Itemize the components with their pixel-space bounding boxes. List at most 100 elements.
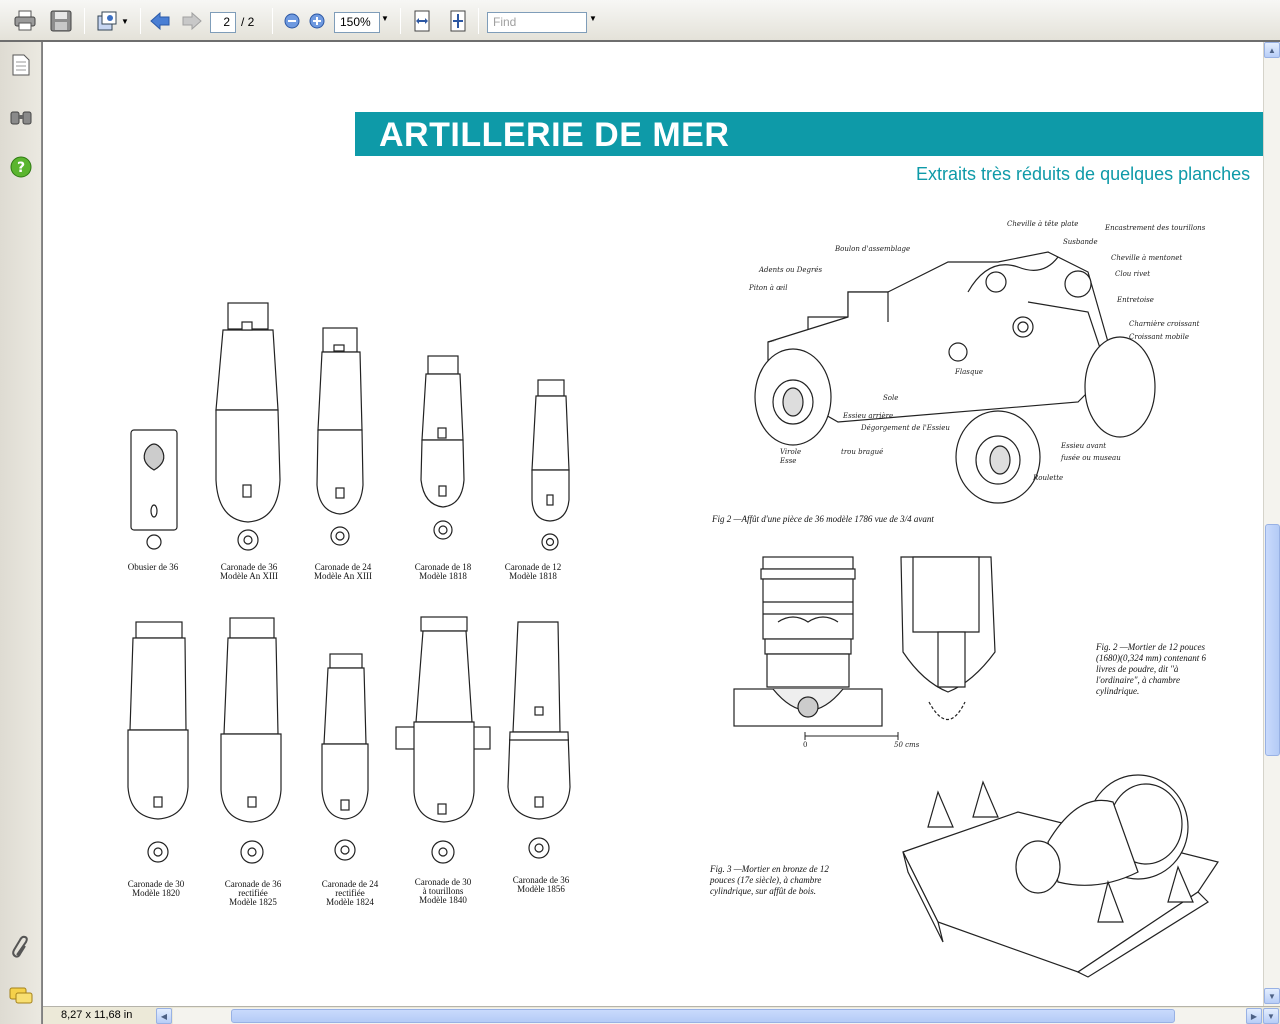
save-button[interactable]: [46, 8, 76, 34]
label-fusee: fusée ou museau: [1061, 454, 1121, 462]
cannon-caronade-30-1840: [395, 616, 491, 864]
fit-page-button[interactable]: [445, 8, 471, 34]
chevron-down-icon[interactable]: ▼: [589, 14, 597, 23]
label-essieu-avant: Essieu avant: [1061, 442, 1107, 450]
search-panel-button[interactable]: [6, 102, 36, 132]
zoom-in-icon: [309, 13, 325, 29]
page-subtitle: Extraits très réduits de quelques planch…: [916, 164, 1251, 184]
scale-zero: 0: [803, 741, 808, 749]
label-cheville-mentonet: Cheville à mentonet: [1111, 254, 1183, 262]
mortar-drawing: [733, 556, 996, 740]
page-size-label: 8,27 x 11,68 in: [61, 1009, 133, 1021]
label-encastrement: Encastrement des tourillons: [1105, 224, 1206, 232]
scroll-right-button[interactable]: ▶: [1246, 1008, 1262, 1024]
fig3-mortar-caption: Fig. 3 —Mortier en bronze de 12 pouces (…: [710, 864, 829, 896]
label-entretoise: Entretoise: [1117, 296, 1154, 304]
scale-fifty: 50 cms: [894, 741, 920, 749]
caption-row1-1: Obusier de 36: [127, 562, 179, 572]
chevron-right-icon: ▶: [1250, 1011, 1258, 1021]
page-icon: [12, 54, 30, 76]
printer-icon: [14, 10, 36, 31]
label-degorgement: Dégorgement de l'Essieu: [861, 424, 950, 432]
comments-icon: [9, 987, 33, 1004]
chevron-down-icon[interactable]: ▼: [381, 14, 389, 23]
label-flasque: Flasque: [955, 368, 983, 376]
page-title: ARTILLERIE DE MER: [379, 116, 730, 154]
label-susbande: Susbande: [1063, 238, 1098, 246]
toolbar-separator: [272, 8, 273, 34]
zoom-out-button[interactable]: [281, 8, 303, 34]
label-trou-bragué: trou bragué: [841, 448, 884, 456]
label-clou-rivet: Clou rivet: [1115, 270, 1151, 278]
scroll-down-corner-button[interactable]: ▼: [1263, 1008, 1279, 1024]
title-banner: [355, 112, 1263, 156]
label-roulette: Roulette: [1033, 474, 1064, 482]
label-boulon-assemblage: Boulon d'assemblage: [835, 245, 911, 253]
cannon-caronade-36: [215, 302, 281, 551]
binoculars-icon: [10, 111, 32, 125]
cannon-caronade-30-1820: [127, 621, 189, 863]
zoom-out-icon: [284, 13, 300, 29]
page-number-input[interactable]: 2: [210, 12, 236, 33]
zoom-level-input[interactable]: 150%: [334, 12, 380, 33]
cannon-drawings-row2: [127, 616, 571, 864]
fig2-carriage-caption: Fig 2 —Affût d'une pièce de 36 modèle 17…: [712, 514, 934, 524]
toolbar-separator: [140, 8, 141, 34]
chevron-down-icon: ▼: [1268, 991, 1276, 1001]
find-input[interactable]: Find: [487, 12, 587, 33]
label-cheville-tete-plate: Cheville à tête plate: [1007, 220, 1079, 228]
next-page-button[interactable]: [178, 8, 206, 34]
scroll-up-button[interactable]: ▲: [1264, 42, 1280, 58]
label-adents: Adents ou Degrés: [759, 266, 823, 274]
pages-icon: [97, 11, 117, 31]
horizontal-scroll-thumb[interactable]: [231, 1009, 1175, 1023]
pages-panel-button[interactable]: [6, 50, 36, 80]
vertical-scroll-thumb[interactable]: [1265, 524, 1280, 756]
toolbar-separator: [478, 8, 479, 34]
label-esse: Esse: [780, 457, 797, 465]
toolbar-separator: [84, 8, 85, 34]
chevron-left-icon: ◀: [160, 1011, 168, 1021]
toolbar: ▼ 2 / 2 150% ▼ Find ▼: [0, 0, 1280, 42]
fit-width-icon: [414, 10, 430, 32]
document-page: ARTILLERIE DE MER Extraits très réduits …: [43, 42, 1263, 1006]
label-virole: Virole: [780, 448, 802, 456]
chevron-down-icon: ▼: [1267, 1011, 1275, 1021]
vertical-scrollbar[interactable]: ▲ ▼: [1263, 42, 1280, 1006]
chevron-up-icon: ▲: [1268, 45, 1276, 55]
paperclip-icon: [12, 935, 28, 958]
cannon-obusier-36: [130, 429, 178, 550]
fit-width-button[interactable]: [409, 8, 435, 34]
help-button[interactable]: ?: [6, 152, 36, 182]
print-button[interactable]: [10, 8, 40, 34]
label-essieu-arriere: Essieu arrière: [843, 412, 894, 420]
page-total: / 2: [241, 15, 255, 29]
arrow-left-icon: [150, 11, 170, 31]
scroll-down-button[interactable]: ▼: [1264, 988, 1280, 1004]
cannon-caronade-12: [531, 379, 570, 551]
help-icon: ?: [10, 156, 32, 178]
cannon-caronade-36-1825: [220, 617, 282, 864]
label-sole: Sole: [883, 394, 899, 402]
horizontal-scrollbar[interactable]: [173, 1008, 1246, 1024]
cannon-drawings-row1: [130, 302, 570, 551]
gun-carriage-drawing: [754, 251, 1156, 504]
mortar-carriage-drawing: [902, 774, 1219, 978]
label-charniere: Charnière croissant: [1129, 320, 1200, 328]
comments-button[interactable]: [6, 982, 36, 1012]
attachments-button[interactable]: [6, 932, 36, 962]
fit-page-icon: [450, 10, 466, 32]
arrow-right-icon: [182, 11, 202, 31]
scroll-left-button[interactable]: ◀: [156, 1008, 172, 1024]
svg-text:?: ?: [17, 160, 25, 176]
previous-page-button[interactable]: [146, 8, 174, 34]
zoom-in-button[interactable]: [306, 8, 328, 34]
pages-options-button[interactable]: ▼: [92, 8, 132, 34]
